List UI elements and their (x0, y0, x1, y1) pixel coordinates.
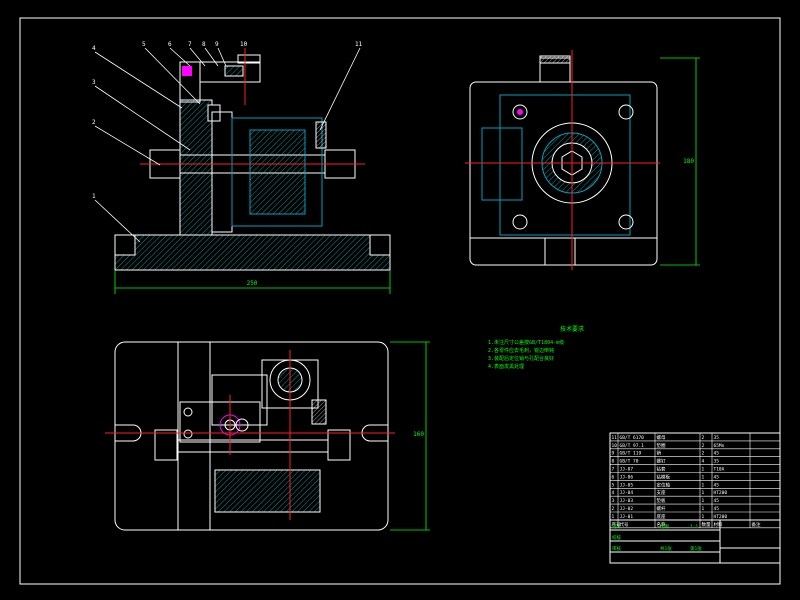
bom-header-cell: 名称 (657, 521, 666, 528)
bom-cell: 6 (612, 474, 615, 480)
bom-cell: GB/T 119 (620, 451, 642, 457)
bom-cell: 9 (612, 451, 615, 457)
balloon-5: 5 (142, 41, 146, 48)
top-height-dimension: 160 (413, 431, 424, 438)
top-outline (114, 341, 389, 531)
bom-cell: HT200 (714, 514, 728, 520)
bom-cell: T10A (714, 467, 725, 473)
bom-cell: 4 (612, 490, 615, 496)
bom-cell: 2 (612, 506, 615, 512)
bom-cell: 45 (714, 482, 720, 488)
balloon-2: 2 (92, 119, 96, 126)
balloon-9: 9 (215, 41, 219, 48)
bom-cell: JJ-03 (620, 498, 634, 504)
bom-cell: 1 (702, 506, 705, 512)
title-block-footer-cell: 审核 (612, 545, 621, 552)
notes-line-4: 4.表面发黑处理 (488, 363, 524, 370)
bom-cell: 支座 (657, 489, 666, 496)
bom-cell: 11 (612, 435, 618, 441)
front-base-plate (114, 234, 391, 271)
bom-cell: JJ-04 (620, 490, 634, 496)
notes-line-1: 1.未注尺寸公差按GB/T1804-m级 (488, 339, 564, 346)
balloon-labels: 4 3 2 1 5 6 7 8 9 10 11 (92, 41, 363, 200)
technical-notes: 技术要求 1.未注尺寸公差按GB/T1804-m级 2.各零件应去毛刺，锐边倒钝… (488, 325, 584, 370)
balloon-1: 1 (92, 193, 96, 200)
bom-header-cell: 材料 (714, 521, 723, 528)
notes-line-2: 2.各零件应去毛刺，锐边倒钝 (488, 347, 554, 354)
title-block-footer-cell: 比例 (660, 523, 669, 530)
bom-cell: 钻套 (657, 466, 666, 473)
bom-cell: 8 (612, 459, 615, 465)
bom-cell: 3 (612, 498, 615, 504)
balloon-10: 10 (240, 41, 248, 48)
bom-cell: 定位轴 (657, 481, 671, 488)
balloon-11: 11 (355, 41, 363, 48)
sheet-border (19, 17, 781, 585)
bom-header-cell: 代号 (620, 521, 629, 528)
balloon-6: 6 (168, 41, 172, 48)
title-block-footer-cell: 第1张 (690, 545, 702, 552)
bom-cell: GB/T 6170 (620, 435, 645, 441)
front-upright (179, 99, 213, 236)
bom-cell: 垫圈 (657, 442, 666, 449)
bom-cell: JJ-02 (620, 506, 634, 512)
bom-header-cell: 数量 (702, 521, 711, 528)
bom-cell: 1 (702, 498, 705, 504)
balloon-4: 4 (92, 45, 96, 52)
notes-title: 技术要求 (560, 325, 584, 333)
balloon-7: 7 (188, 41, 192, 48)
bom-cell: GB/T 70 (620, 459, 639, 465)
bom-cell: 45 (714, 498, 720, 504)
bom-cell: GB/T 97.1 (620, 443, 645, 449)
bom-cell: 4 (702, 459, 705, 465)
bom-cell: 螺杆 (657, 505, 666, 512)
bom-cell: 1 (612, 514, 615, 520)
bom-cell: 螺母 (657, 434, 666, 441)
balloon-8: 8 (202, 41, 206, 48)
bom-cell: 垫板 (657, 497, 666, 504)
bom-cell: 1 (702, 482, 705, 488)
bom-cell: 45 (714, 506, 720, 512)
bom-cell: JJ-06 (620, 474, 634, 480)
bom-cell: 2 (702, 451, 705, 457)
bom-cell: 钻模板 (657, 473, 671, 480)
side-view: 180 (465, 50, 700, 270)
title-block-footer-cell: 校核 (612, 534, 621, 541)
bom-cell: 销 (657, 450, 662, 457)
bom-cell: 1 (702, 490, 705, 496)
bom-header-cell: 序号 (612, 521, 621, 528)
notes-line-3: 3.装配后定位销与孔配合良好 (488, 355, 554, 362)
bom-cell: 2 (702, 435, 705, 441)
bom-cell: JJ-01 (620, 514, 634, 520)
bom-cell: 5 (612, 482, 615, 488)
bom-cell: 1 (702, 467, 705, 473)
bom-cell: 底座 (657, 513, 666, 520)
bom-cell: 1 (702, 474, 705, 480)
bom-cell: 45 (714, 474, 720, 480)
balloon-3: 3 (92, 79, 96, 86)
bom-cell: JJ-07 (620, 467, 634, 473)
bom-cell: 35 (714, 435, 720, 441)
bom-cell: JJ-05 (620, 482, 634, 488)
title-block-footer-cell: 设计 (612, 523, 621, 530)
bom-cell: 2 (702, 443, 705, 449)
bom-cell: 65Mn (714, 443, 725, 449)
bom-cell: HT200 (714, 490, 728, 496)
leader-lines (94, 47, 361, 243)
title-block-footer-cell: 共1张 (660, 545, 672, 552)
front-width-dimension: 250 (247, 280, 258, 287)
bom-cell: 螺钉 (657, 458, 666, 465)
bom-cell: 7 (612, 467, 615, 473)
bom-header-cell: 备注 (752, 521, 761, 528)
side-height-dimension: 180 (683, 158, 694, 165)
front-view: 250 (94, 47, 391, 294)
bom-cell: 35 (714, 459, 720, 465)
bom-cell: 45 (714, 451, 720, 457)
top-view: 160 (105, 341, 430, 531)
title-block-footer-cell: 1:1 (690, 524, 698, 530)
bom-cell: 10 (612, 443, 618, 449)
bom-cell: 1 (702, 514, 705, 520)
